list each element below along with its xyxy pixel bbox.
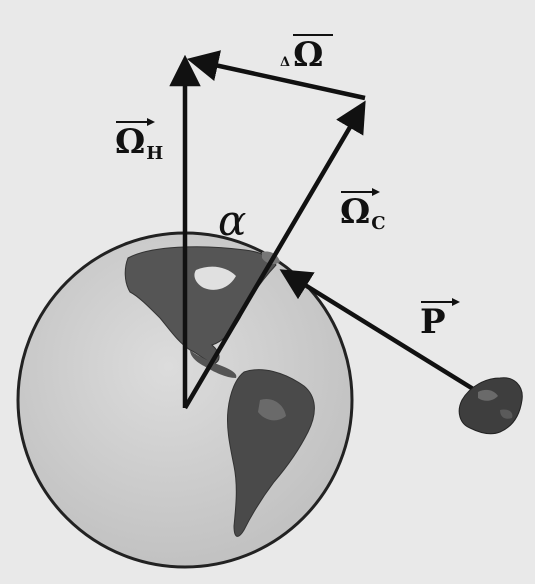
vector-arrow-icon bbox=[421, 298, 460, 306]
label-force-p: P bbox=[420, 298, 460, 339]
label-omega-h: Ω H bbox=[115, 118, 163, 163]
vector-arrow-icon bbox=[116, 118, 155, 126]
overline-icon bbox=[293, 34, 334, 36]
south-america-shape bbox=[227, 369, 315, 537]
asteroid-icon bbox=[458, 377, 523, 435]
label-omega-c: Ω C bbox=[340, 188, 386, 233]
label-delta-omega: ΔΩ bbox=[280, 34, 334, 72]
label-angle: α bbox=[218, 196, 247, 245]
vector-arrow-icon bbox=[341, 188, 380, 196]
vector-delta-omega bbox=[186, 50, 366, 101]
vector-omega-c bbox=[183, 100, 366, 410]
vector-force-p bbox=[279, 269, 480, 394]
